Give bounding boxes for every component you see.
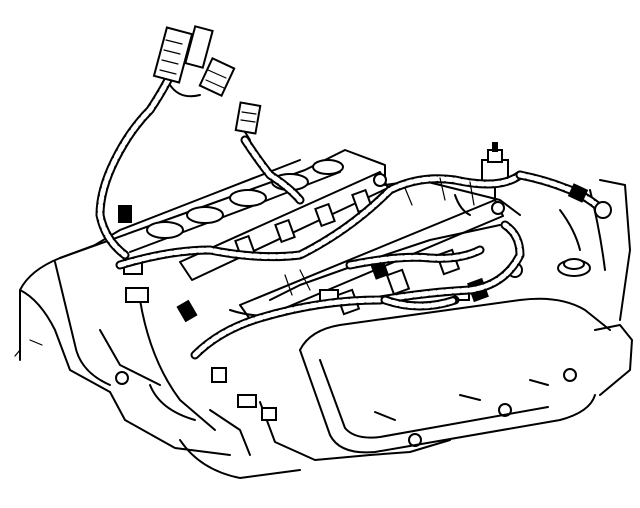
- fuel-pressure-regulator: [481, 142, 509, 201]
- valve-cover-right: [299, 179, 633, 454]
- engine-lower: [179, 367, 451, 479]
- detail-lines: [284, 177, 581, 296]
- wiring-harness: [95, 75, 605, 360]
- injectors: [234, 188, 461, 316]
- harness-connectors-top: [118, 25, 262, 223]
- oil-filler-cap: [557, 258, 591, 277]
- engine-block-left: [14, 244, 231, 456]
- harness-connector-right: [567, 183, 612, 219]
